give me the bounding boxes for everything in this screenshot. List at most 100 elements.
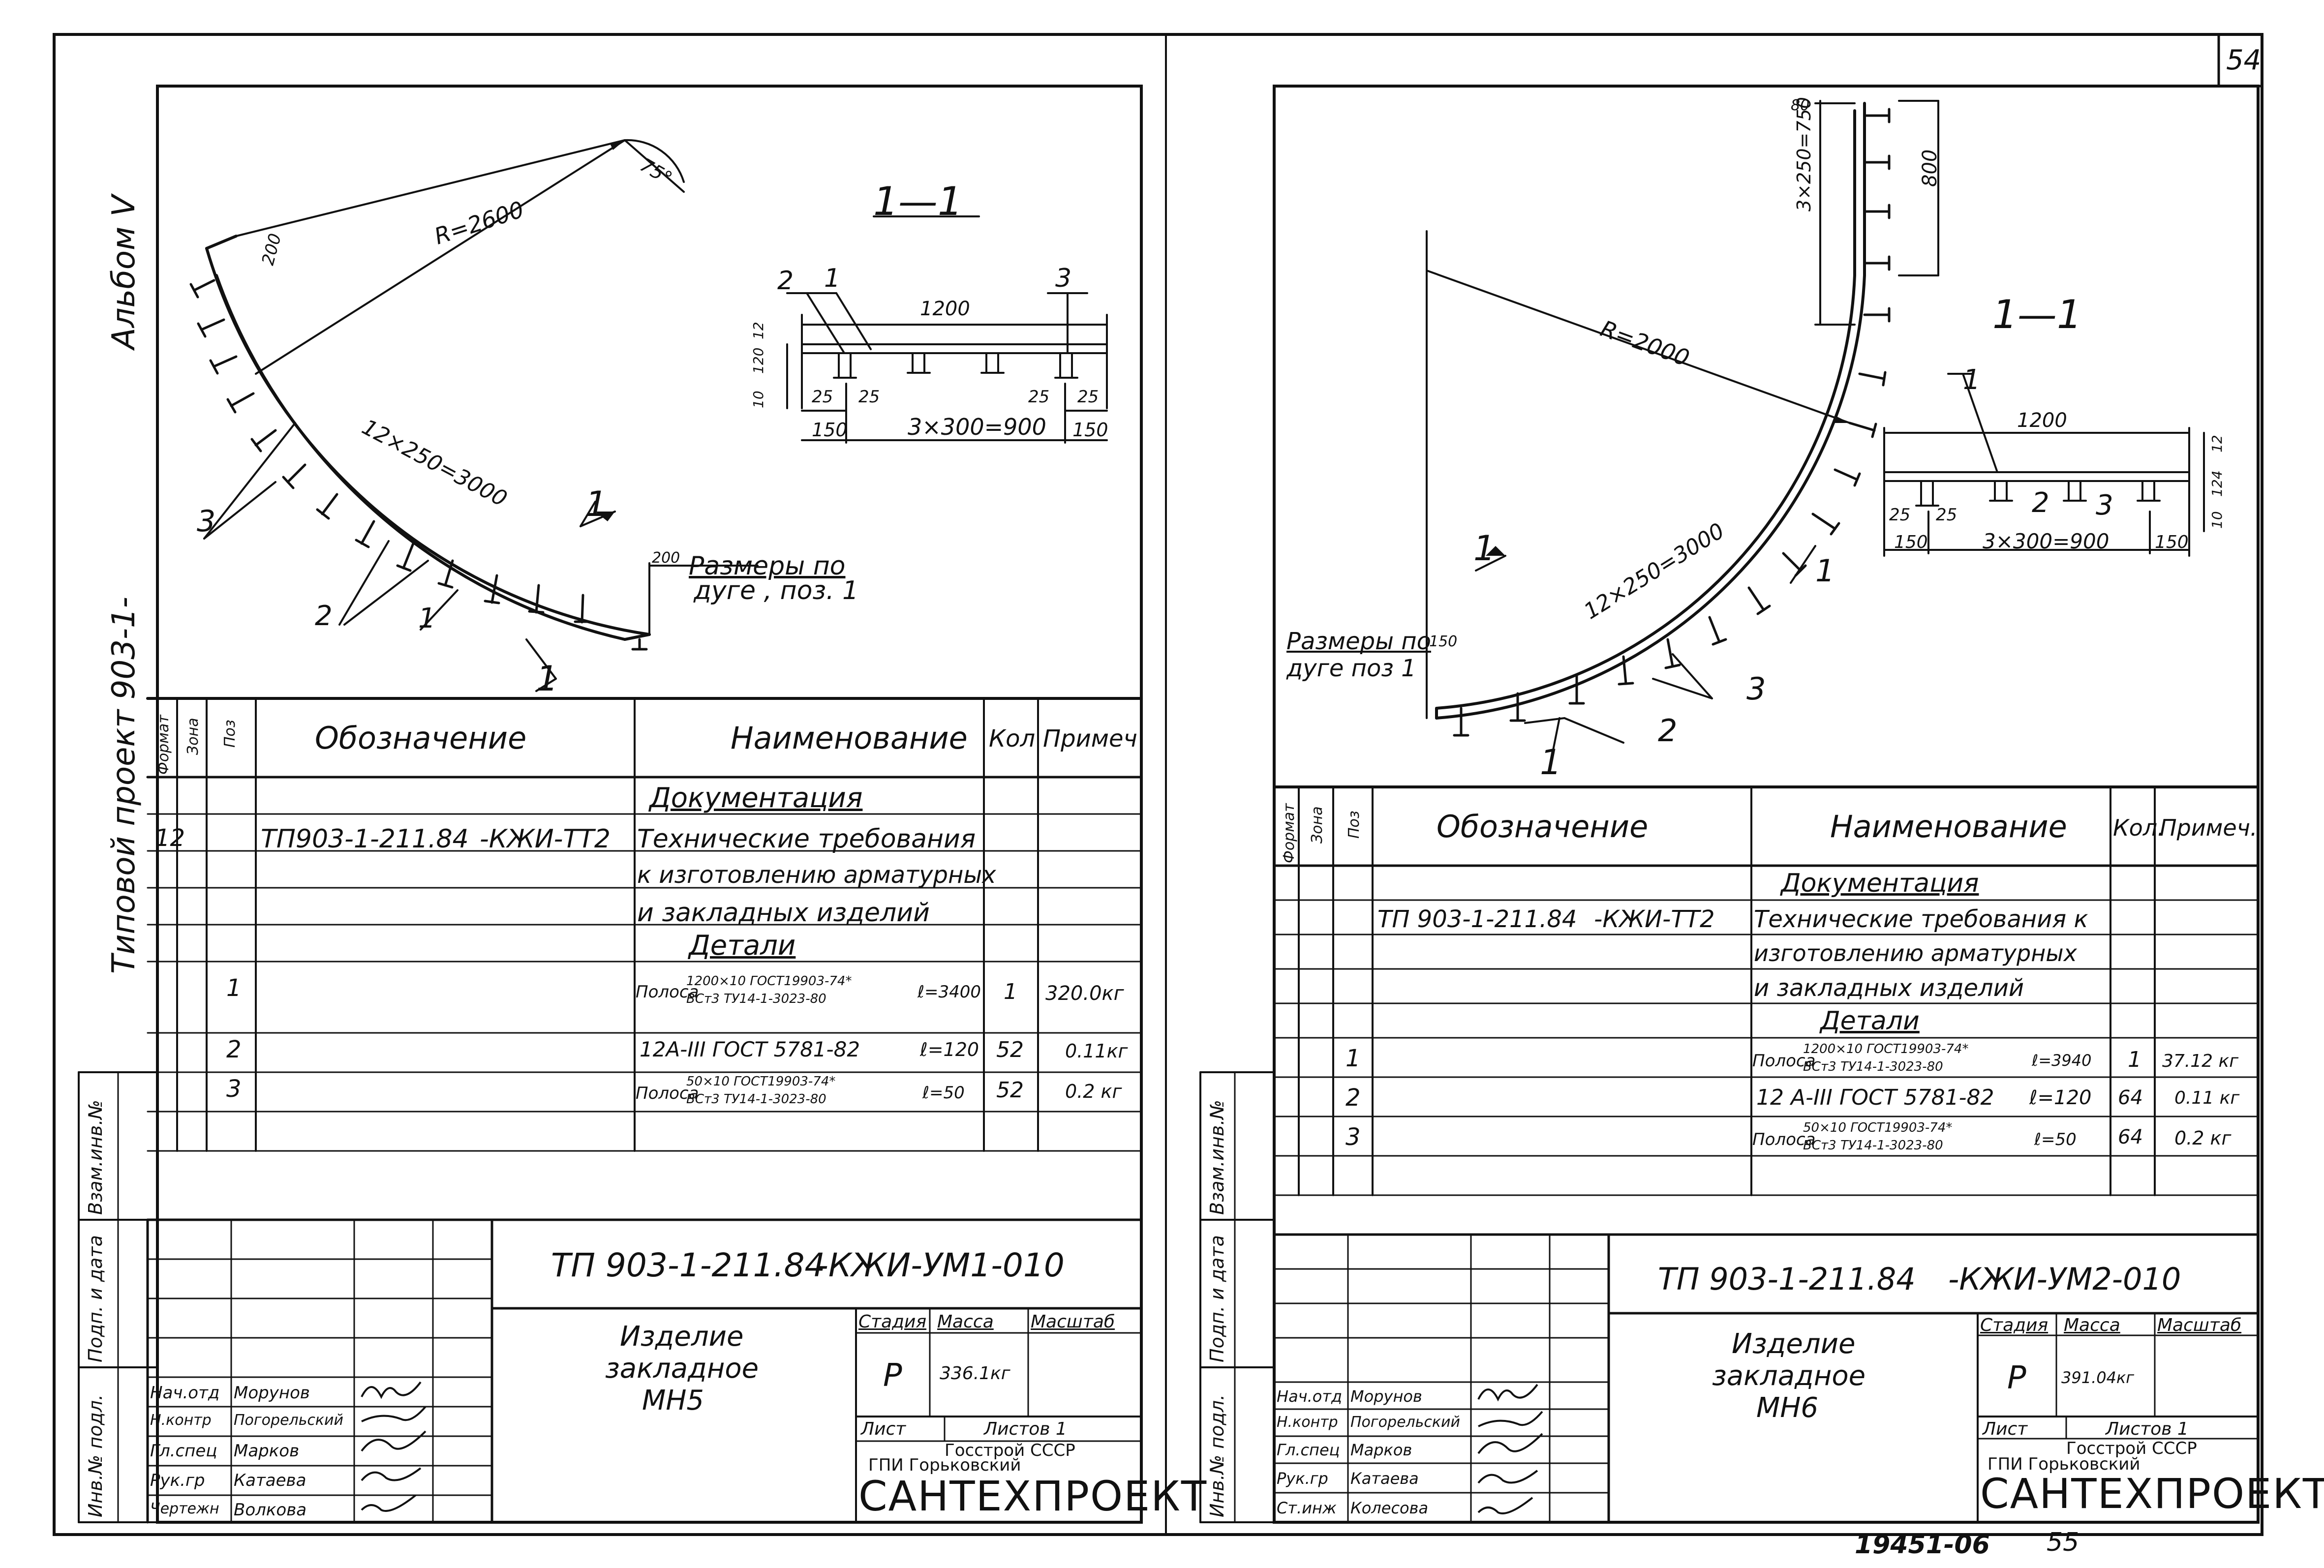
rt-r1-pos: 1	[1345, 1045, 1361, 1072]
lb-stage: Р	[883, 1357, 902, 1394]
rb-name-2: закладное	[1712, 1360, 1866, 1392]
lt-h-format: Формат	[155, 715, 172, 775]
lt-r1-qty: 1	[1004, 979, 1017, 1004]
rt-doc-name-3: и закладных изделий	[1754, 974, 2024, 1002]
left-arc-note-1: Размеры по	[689, 551, 846, 581]
rt-h-pos: Поз	[1345, 811, 1363, 839]
rt-r3-qty: 64	[2118, 1126, 2143, 1148]
rs-end-l: 150	[1894, 532, 1928, 552]
project-label: Типовой проект 903-1-	[106, 597, 142, 974]
ls-lbl3: 3	[1055, 264, 1072, 293]
rt-doc-name-2: изготовлению арматурных	[1754, 940, 2077, 966]
right-cut-label-2: 1	[1540, 742, 1562, 783]
rs-a2: 25	[1936, 505, 1957, 525]
rt-h-naim: Наименование	[1830, 809, 2067, 844]
rt-r3-spec-top: 50×10 ГОСТ19903-74*	[1803, 1120, 1953, 1135]
rs-h3: 10	[2209, 511, 2225, 529]
lb-sheets-h: Листов 1	[984, 1419, 1067, 1439]
lt-r3-spec-bot: ВСт3 ТУ14-1-3023-80	[686, 1092, 826, 1107]
rb-staff-3-role: Рук.гр	[1277, 1469, 1328, 1488]
lt-doc-name-2: к изготовлению арматурных	[637, 861, 996, 889]
lb-mass: 336.1кг	[940, 1363, 1010, 1384]
left-cut-label: 1	[585, 484, 608, 524]
rt-section-doc: Документация	[1781, 869, 1979, 898]
ls-h1: 12	[750, 322, 766, 339]
rt-r2-spec-top: 12 А-III ГОСТ 5781-82	[1756, 1085, 1994, 1110]
left-dimension-lines	[203, 139, 980, 692]
rb-code: ТП 903-1-211.84	[1658, 1261, 1916, 1297]
rt-r3-prefix: Полоса	[1752, 1130, 1816, 1149]
rb-staff-2-role: Гл.спец	[1277, 1441, 1340, 1459]
rt-section-parts: Детали	[1820, 1006, 1920, 1036]
right-arc-note-2: дуге поз 1	[1286, 655, 1416, 682]
right-studs	[1453, 108, 1891, 737]
podp-label: Подп. и дата	[85, 1235, 106, 1362]
rb-scale-h: Масштаб	[2157, 1315, 2242, 1335]
left-section-title: 1—1	[873, 179, 963, 224]
rt-r3-spec-bot: ВСт3 ТУ14-1-3023-80	[1803, 1138, 1943, 1153]
rs-a1: 25	[1889, 505, 1911, 525]
right-arc-plate	[1435, 102, 1866, 720]
right-dim80-label: 80	[1791, 97, 1810, 114]
inv-label: Инв.№ подл.	[85, 1394, 106, 1517]
rs-lbl3: 3	[2096, 489, 2113, 521]
vzam-label-r: Взам.инв.№	[1206, 1100, 1228, 1215]
right-leader-3: 3	[1746, 671, 1766, 707]
rb-staff-0-name: Морунов	[1350, 1387, 1422, 1406]
rt-h-zone: Зона	[1309, 806, 1326, 844]
rb-sheets-h: Листов 1	[2106, 1419, 2189, 1439]
album-label: Альбом V	[106, 195, 142, 349]
lb-org-3: САНТЕХПРОЕКТ	[858, 1472, 1208, 1520]
rb-stage-h: Стадия	[1980, 1315, 2049, 1335]
left-dim200b-label: 200	[652, 549, 680, 567]
lt-r3-note: 0.2 кг	[1065, 1081, 1122, 1102]
lb-code: ТП 903-1-211.84	[551, 1246, 826, 1284]
rb-name-3: МН6	[1756, 1392, 1819, 1424]
rs-lbl1: 1	[1963, 364, 1981, 396]
rt-r1-spec-bot: ВСт3 ТУ14-1-3023-80	[1803, 1059, 1943, 1074]
lb-stage-h: Стадия	[858, 1312, 927, 1332]
rb-staff-1-role: Н.контр	[1277, 1414, 1338, 1431]
lb-staff-1-name: Погорельский	[234, 1412, 343, 1429]
right-leader-2: 2	[1658, 713, 1678, 749]
rb-sheet-h: Лист	[1983, 1419, 2028, 1439]
right-section-1-1	[1883, 373, 2205, 557]
rs-len: 1200	[2017, 409, 2067, 432]
lt-r1-prefix: Полоса	[636, 982, 699, 1002]
lb-staff-3-role: Рук.гр	[150, 1471, 205, 1490]
lb-scale-h: Масштаб	[1031, 1312, 1115, 1332]
ls-lbl1: 1	[824, 264, 841, 293]
lt-r1-pos: 1	[226, 974, 242, 1002]
ls-lbl2: 2	[777, 266, 794, 296]
lt-h-kol: Кол	[989, 725, 1036, 753]
rt-h-prim: Примеч.	[2160, 814, 2258, 841]
rt-r1-qty: 1	[2128, 1047, 2141, 1072]
left-cut-label-2: 1	[536, 659, 558, 699]
inv-label-r: Инв.№ подл.	[1206, 1394, 1228, 1517]
lt-r1-note: 320.0кг	[1045, 982, 1124, 1005]
lb-org-1: Госстрой СССР	[945, 1441, 1075, 1460]
ls-len: 1200	[920, 298, 970, 320]
right-dim150-label: 150	[1429, 633, 1458, 650]
lb-staff-1-role: Н.контр	[150, 1412, 212, 1429]
lb-mass-h: Масса	[937, 1312, 994, 1332]
rt-r2-len: ℓ=120	[2029, 1086, 2092, 1109]
lt-h-oboz: Обозначение	[315, 720, 527, 756]
right-leader-1: 1	[1815, 553, 1835, 589]
lt-r3-pos: 3	[226, 1075, 242, 1103]
lb-code-suffix: -КЖИ-УМ1-010	[817, 1246, 1065, 1284]
bottom-number: 19451-06	[1855, 1530, 1990, 1560]
right-cut-label: 1	[1473, 528, 1496, 569]
rt-r3-len: ℓ=50	[2034, 1130, 2077, 1149]
rt-r2-pos: 2	[1345, 1084, 1361, 1112]
lt-doc-code-suffix: -КЖИ-ТТ2	[480, 824, 611, 854]
rt-doc-code: ТП 903-1-211.84	[1377, 905, 1577, 933]
lb-staff-4-role: Чертежн	[150, 1500, 219, 1517]
rs-h1: 12	[2209, 435, 2225, 452]
rt-r3-pos: 3	[1345, 1123, 1361, 1151]
rs-spacing: 3×300=900	[1983, 529, 2110, 553]
rb-staff-4-role: Ст.инж	[1277, 1499, 1337, 1517]
lt-h-zone: Зона	[184, 718, 202, 755]
left-section-1-1	[786, 292, 1108, 444]
